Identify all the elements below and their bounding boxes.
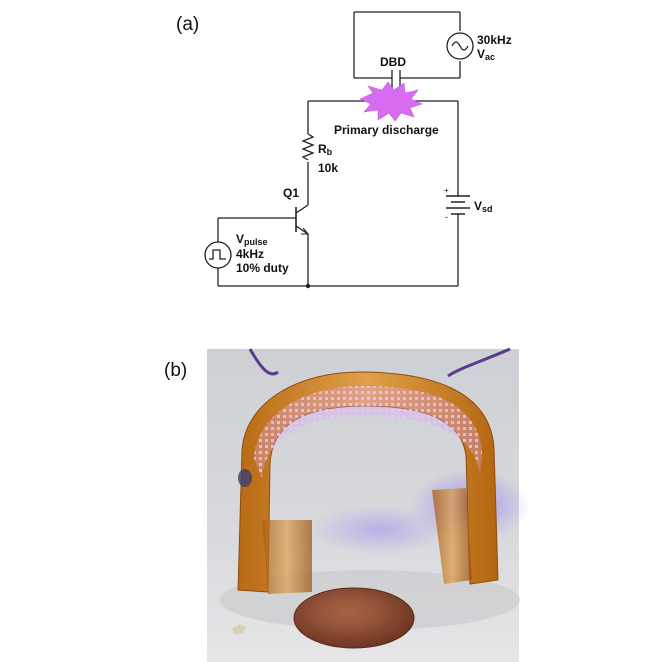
rb-value-label: 10k bbox=[318, 161, 338, 175]
pulse-voltage-label: Vpulse bbox=[236, 232, 268, 247]
dbd-label: DBD bbox=[380, 55, 406, 69]
pulse-source-icon bbox=[204, 241, 232, 269]
ground-junction bbox=[305, 283, 311, 289]
ac-source-icon bbox=[446, 32, 474, 60]
battery-minus-label: - bbox=[445, 212, 448, 222]
ac-voltage-label: Vac bbox=[477, 47, 495, 62]
panel-label-b: (b) bbox=[164, 360, 187, 381]
pulse-frequency-label: 4kHz bbox=[236, 247, 264, 261]
battery-plus-label: + bbox=[444, 186, 449, 195]
vsd-label: Vsd bbox=[474, 199, 493, 214]
q1-label: Q1 bbox=[283, 186, 299, 200]
transistor-q1-icon bbox=[295, 204, 310, 240]
panel-label-a: (a) bbox=[176, 14, 199, 35]
device-photo bbox=[207, 347, 530, 662]
discharge-burst-icon bbox=[359, 81, 423, 122]
resistor-rb-icon bbox=[301, 133, 315, 161]
battery-vsd-icon bbox=[446, 195, 470, 218]
rb-label: Rb bbox=[318, 142, 333, 157]
primary-discharge-label: Primary discharge bbox=[334, 123, 439, 137]
ac-frequency-label: 30kHz bbox=[477, 33, 512, 47]
pulse-duty-label: 10% duty bbox=[236, 261, 289, 275]
ac-source-loop bbox=[353, 11, 461, 79]
